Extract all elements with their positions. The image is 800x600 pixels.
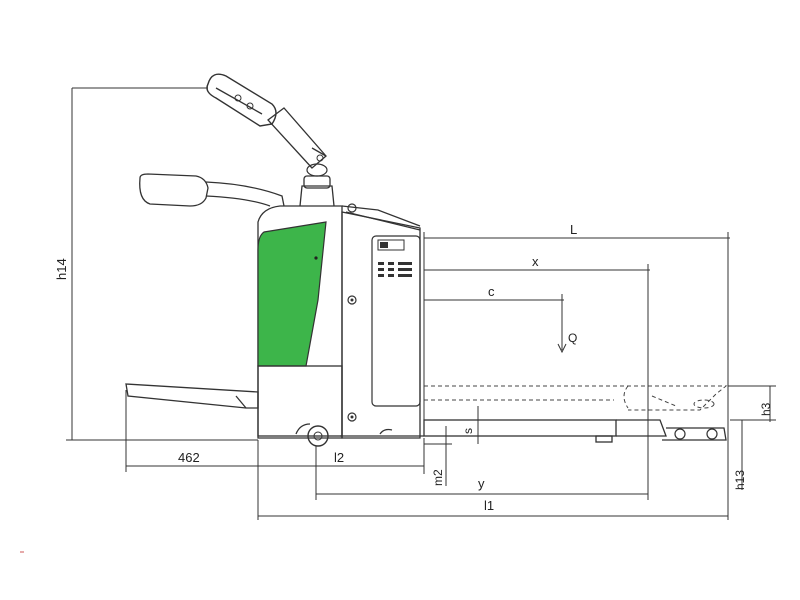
dim-l1: l1 — [258, 498, 728, 517]
label-l2: l2 — [334, 450, 344, 465]
dim-h13: h13 — [733, 420, 747, 490]
wheels — [295, 423, 393, 447]
dim-L: L — [423, 222, 730, 520]
dim-l2: l2 — [258, 438, 425, 474]
label-h14: h14 — [54, 258, 69, 280]
label-Q: Q — [568, 331, 577, 345]
label-l1: l1 — [484, 498, 494, 513]
dim-h14: h14 — [54, 87, 258, 441]
label-c: c — [488, 284, 495, 299]
truck-body — [257, 203, 424, 439]
drive-wheel — [307, 425, 329, 447]
display-panel — [371, 235, 421, 407]
platform — [125, 383, 259, 409]
dim-c: c Q — [424, 284, 577, 354]
tiller — [206, 73, 335, 207]
label-x: x — [532, 254, 539, 269]
forks — [423, 385, 728, 443]
label-462: 462 — [178, 450, 200, 465]
label-L: L — [570, 222, 577, 237]
tiller-handle — [206, 73, 277, 127]
dim-h3: h3 — [728, 385, 776, 422]
dim-x: x — [424, 254, 650, 500]
grab-handle — [139, 173, 285, 207]
label-m2: m2 — [431, 469, 445, 486]
battery-cover — [257, 221, 327, 367]
dim-s: s — [461, 406, 484, 444]
label-h13: h13 — [733, 470, 747, 490]
dim-m2: m2 — [424, 426, 452, 486]
label-h3: h3 — [759, 402, 773, 416]
dim-y: y — [315, 446, 648, 500]
label-y: y — [478, 476, 485, 491]
label-s: s — [461, 428, 475, 434]
dim-462: 462 — [125, 390, 259, 520]
